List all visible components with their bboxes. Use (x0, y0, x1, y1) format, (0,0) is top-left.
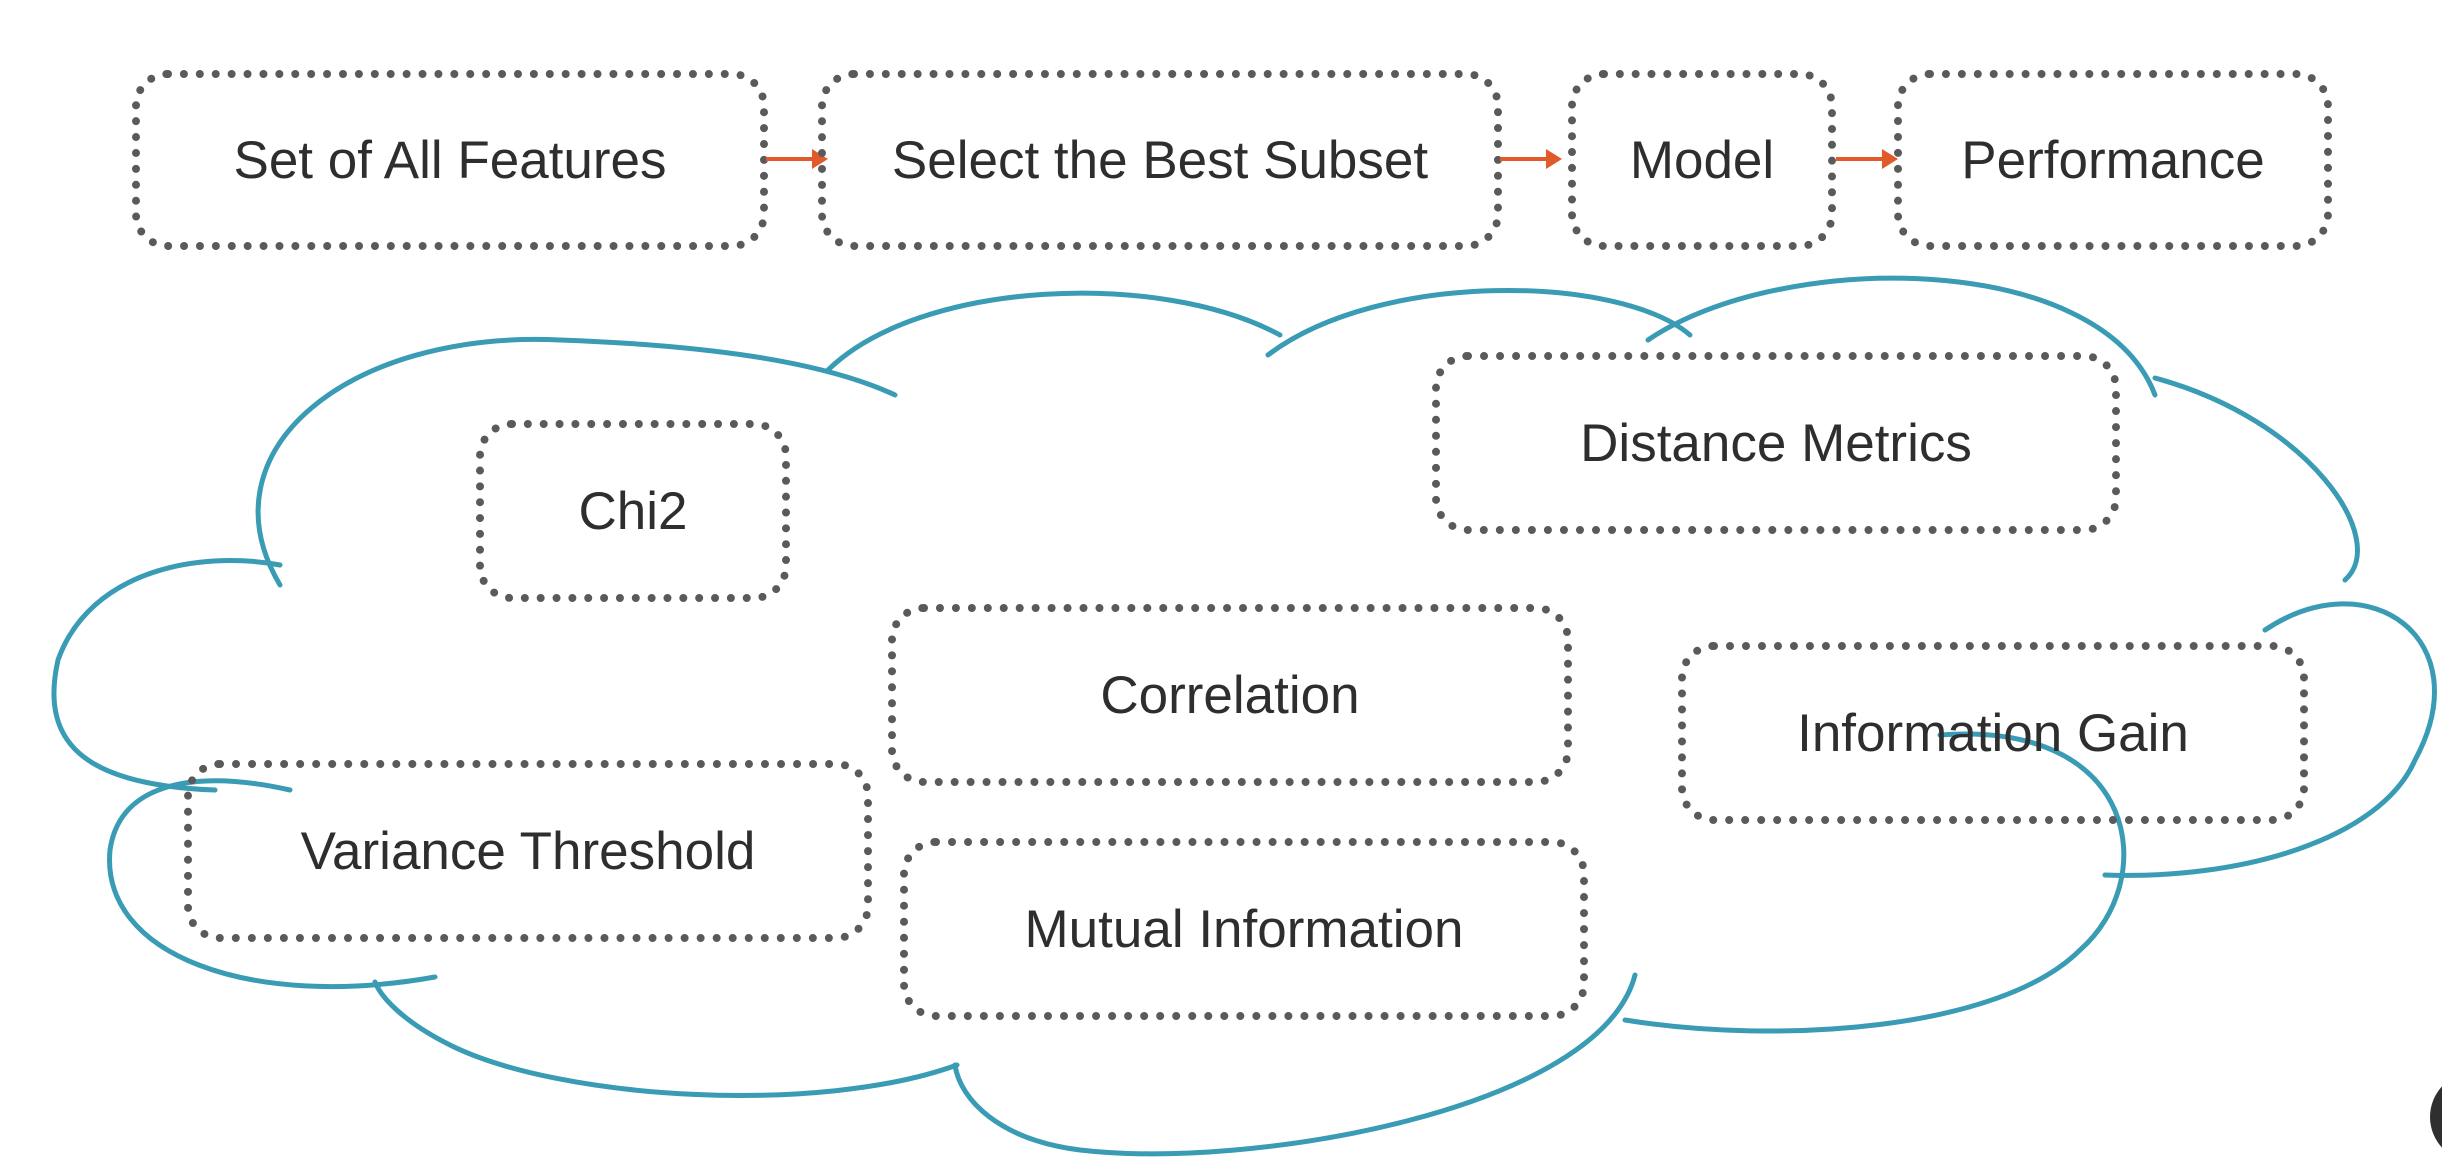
method-chi2: Chi2 (476, 420, 790, 602)
method-label: Correlation (1100, 665, 1360, 725)
arrow-right-icon (766, 149, 828, 169)
cloud-lobe-bottom-left (372, 979, 960, 1098)
pipeline-step-label: Set of All Features (233, 130, 667, 190)
cloud-lobe-top-left (255, 336, 898, 588)
cloud-lobe-top-right-middle (1265, 288, 1693, 358)
method-mutual-information: Mutual Information (900, 838, 1588, 1020)
method-label: Variance Threshold (300, 821, 756, 881)
method-label: Chi2 (578, 481, 688, 541)
cloud-lobe-top-middle (825, 290, 1283, 373)
pipeline-step-select-subset: Select the Best Subset (818, 70, 1502, 250)
pipeline-step-label: Select the Best Subset (891, 130, 1429, 190)
pipeline-step-label: Performance (1961, 130, 2265, 190)
arrow-right-icon (1500, 149, 1562, 169)
cloud-lobe-left-upper (51, 558, 283, 793)
method-distance-metrics: Distance Metrics (1432, 352, 2120, 534)
arrow-right-icon (1836, 149, 1898, 169)
method-label: Distance Metrics (1580, 413, 1972, 473)
cloud-lobe-right-upper (2152, 375, 2360, 583)
cloud-lobe-bottom-middle (952, 972, 1638, 1157)
method-correlation: Correlation (888, 604, 1572, 786)
cloud-lobe-top-right (1645, 275, 2158, 398)
method-label: Mutual Information (1024, 899, 1464, 959)
pipeline-step-performance: Performance (1894, 70, 2332, 250)
cloud-lobe-right-lower (2102, 601, 2437, 878)
pipeline-step-model: Model (1568, 70, 1836, 250)
method-information-gain: Information Gain (1678, 642, 2308, 824)
pipeline-step-label: Model (1629, 130, 1775, 190)
pipeline-step-features: Set of All Features (132, 70, 768, 250)
method-variance-threshold: Variance Threshold (184, 760, 872, 942)
cloud-lobe-bottom-right (1622, 731, 2127, 1034)
method-label: Information Gain (1797, 703, 2189, 763)
